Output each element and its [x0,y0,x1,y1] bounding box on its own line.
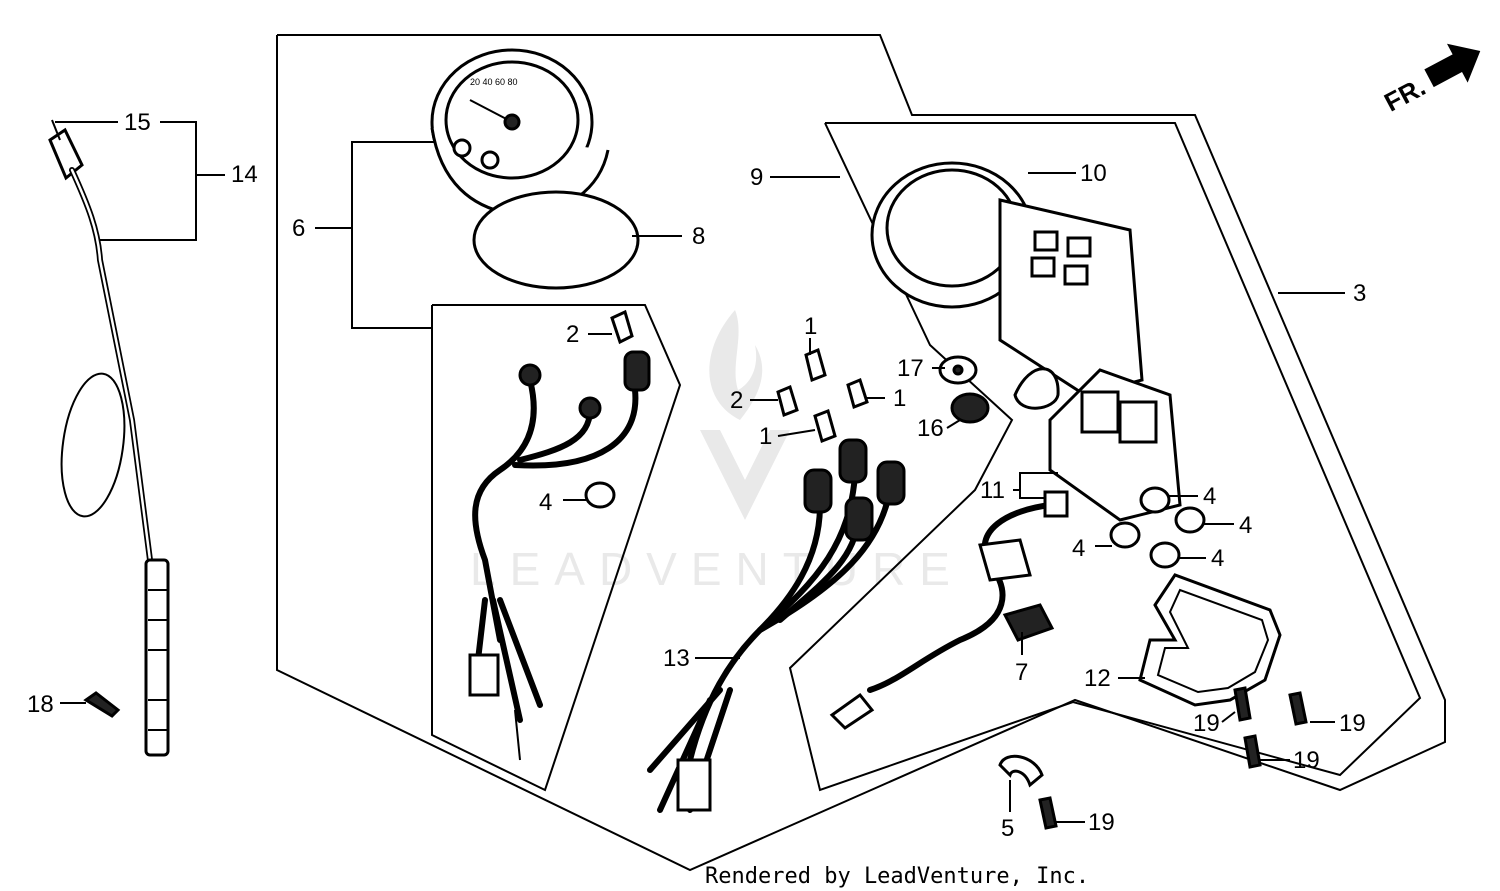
callout-15: 15 [124,109,151,136]
callout-4e: 4 [1211,545,1224,572]
callout-11: 11 [980,477,1005,504]
front-label: FR. [1379,71,1430,117]
callout-4d: 4 [1072,535,1085,562]
callout-8: 8 [692,223,705,250]
watermark: LEADVENTURE [470,310,964,595]
render-credit: Rendered by LeadVenture, Inc. [705,864,1089,889]
callout-4a: 4 [539,489,552,516]
callout-19c: 19 [1293,747,1320,774]
grommets [584,481,1206,569]
leader-lines [55,121,1345,823]
watermark-text: LEADVENTURE [470,543,964,595]
outline-indicator-group [788,122,1422,792]
callout-2a: 2 [566,321,579,348]
callout-1b: 1 [893,385,906,412]
indicator-harness [647,438,906,813]
callout-16: 16 [917,415,944,442]
front-arrow-icon [1424,43,1481,88]
callout-6: 6 [292,215,305,242]
screws [1038,686,1308,830]
callout-19a: 19 [1193,710,1220,737]
callout-4c: 4 [1239,512,1252,539]
callout-9: 9 [750,164,763,191]
callout-1a: 1 [804,313,817,340]
callout-1c: 1 [759,423,772,450]
callout-10: 10 [1080,160,1107,187]
svg-text:20 40 60 80: 20 40 60 80 [470,77,518,87]
indicator-housing [870,161,1182,522]
callout-2b: 2 [730,387,743,414]
outline-harness-group [431,304,682,792]
callout-13: 13 [663,645,690,672]
callout-labels: 15 14 6 8 9 10 3 2 1 2 1 1 17 16 11 4 4 … [27,109,1366,842]
outline-main-group [276,34,1446,872]
socket-and-cap [938,355,990,424]
bulbs [610,309,869,443]
clamp [998,754,1044,788]
callout-7: 7 [1015,659,1028,686]
speedometer-cable [48,119,170,757]
callout-14: 14 [231,161,258,188]
callout-18: 18 [27,691,54,718]
callout-17: 17 [897,355,924,382]
callout-19b: 19 [1339,710,1366,737]
sensor-harness [829,490,1069,730]
front-direction-indicator: FR. [1379,43,1481,118]
callout-5: 5 [1001,815,1014,842]
rubber-seal-ring [472,190,640,290]
callout-4b: 4 [1203,483,1216,510]
callout-19d: 19 [1088,809,1115,836]
callout-12: 12 [1084,665,1111,692]
callout-3: 3 [1353,280,1366,307]
bolt-18 [83,691,121,718]
speedometer-harness [468,350,651,761]
cover-plate [1138,573,1282,707]
